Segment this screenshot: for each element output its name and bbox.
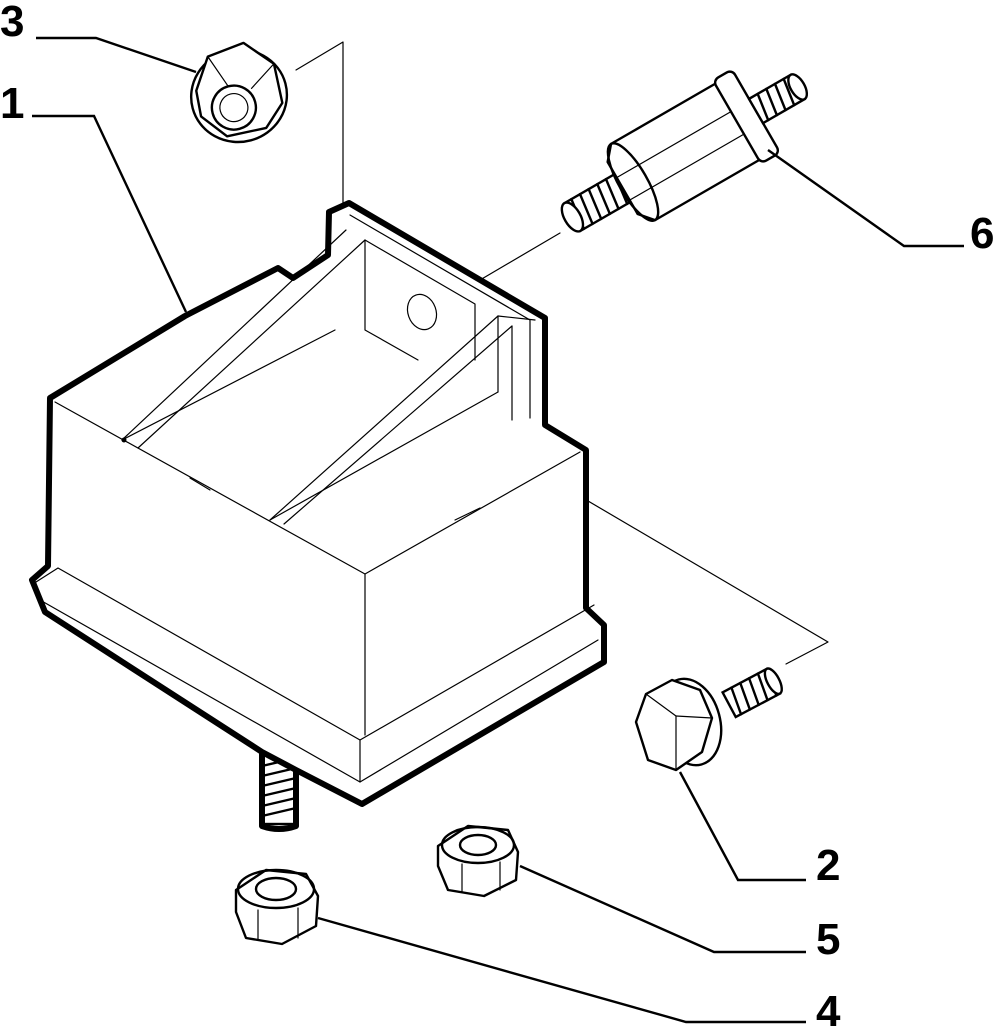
hex-stud-6 xyxy=(560,70,809,233)
callout-4: 4 xyxy=(816,987,841,1029)
hex-nut-5 xyxy=(436,824,520,898)
callout-1: 1 xyxy=(0,79,24,128)
hex-nut-4 xyxy=(234,868,320,946)
callout-2: 2 xyxy=(816,841,840,890)
leader-lines xyxy=(32,36,964,1024)
callout-5: 5 xyxy=(816,915,840,964)
flange-bolt-2 xyxy=(634,667,783,772)
callout-3: 3 xyxy=(0,0,24,46)
engine-mount-block xyxy=(29,200,607,832)
mount-outline xyxy=(29,200,607,807)
flange-nut-3 xyxy=(189,41,289,144)
callout-6: 6 xyxy=(970,209,994,258)
mount-face-details xyxy=(35,214,599,783)
